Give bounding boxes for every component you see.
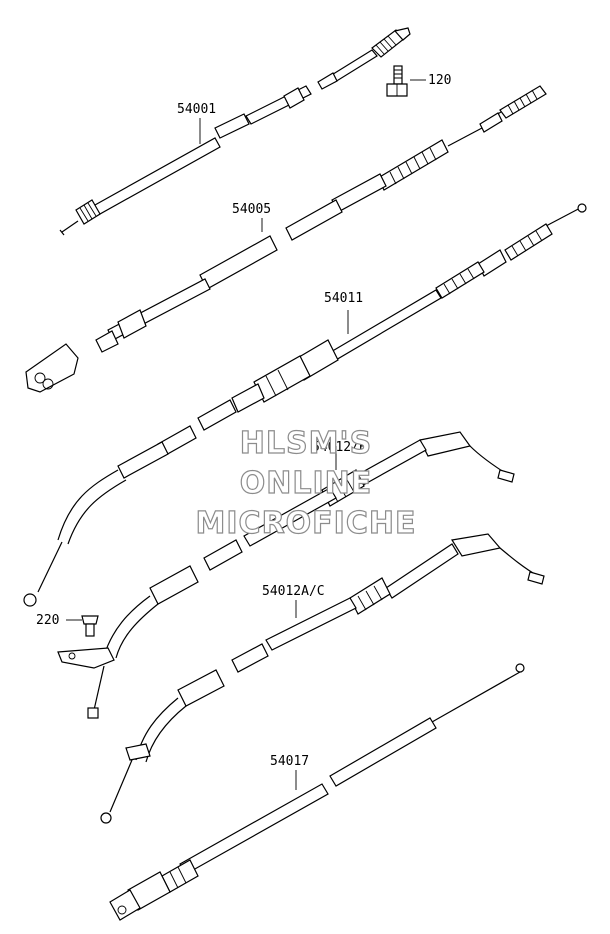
label-54005: 54005 (232, 202, 272, 217)
watermark-line-3: MICROFICHE (195, 505, 417, 541)
cable-54011 (23, 203, 587, 607)
label-54017: 54017 (270, 754, 310, 769)
cable-54017 (109, 663, 525, 921)
cable-54005 (25, 85, 547, 393)
screw-220-shape (66, 615, 99, 637)
bolt-120-shape (386, 65, 426, 97)
label-220: 220 (36, 613, 60, 628)
cable-54012b (57, 431, 515, 719)
label-54012ac: 54012A/C (262, 584, 325, 599)
watermark-line-1: HLSM'S (239, 425, 373, 461)
label-120: 120 (428, 73, 452, 88)
label-54012b: 54012/B (312, 440, 367, 455)
speedometer-cable-54001 (59, 27, 411, 236)
watermark-line-2: ONLINE (239, 465, 373, 501)
cable-54012ac (100, 533, 545, 824)
label-54011: 54011 (324, 291, 364, 306)
label-54001: 54001 (177, 102, 217, 117)
